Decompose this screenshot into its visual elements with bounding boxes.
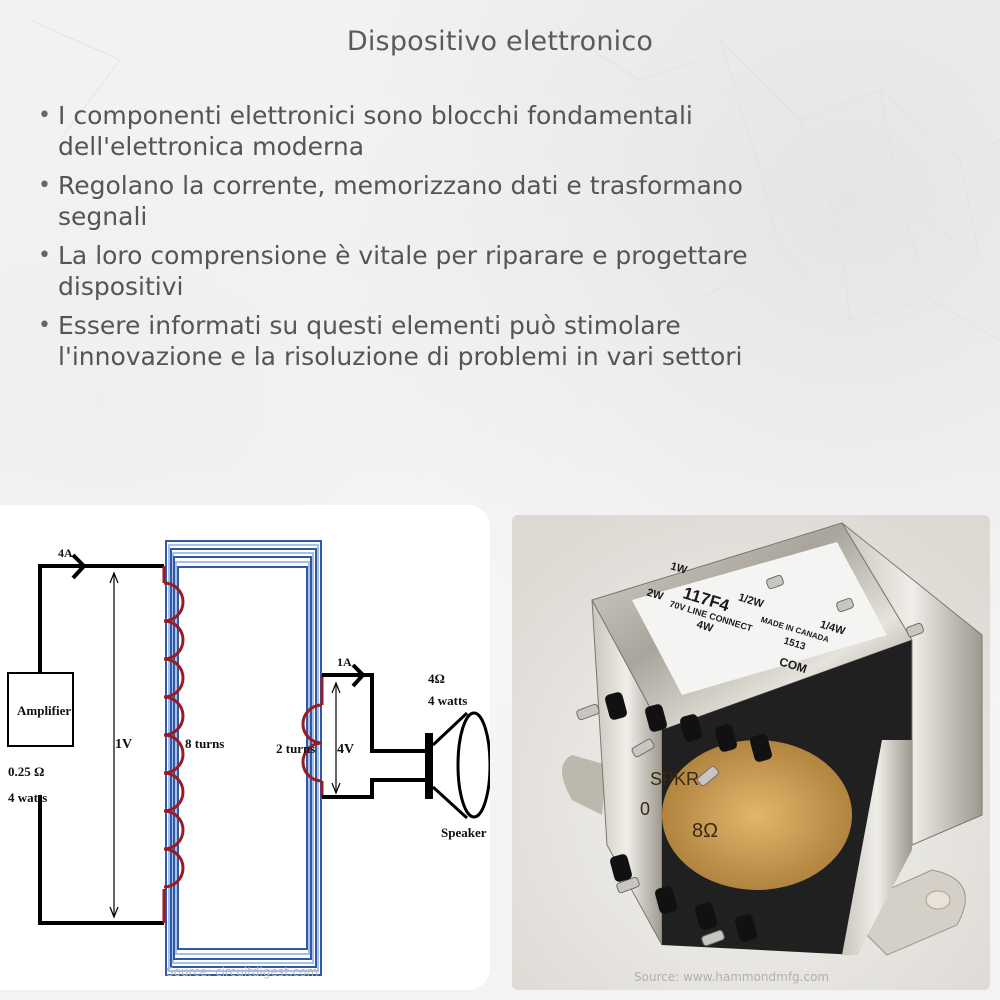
bracket-right bbox=[841, 522, 983, 846]
secondary-coil-icon bbox=[301, 675, 324, 797]
label-tap-1w: 1W bbox=[669, 560, 689, 576]
secondary-voltage-label: 4V bbox=[337, 742, 354, 757]
primary-current-label: 4A bbox=[58, 546, 73, 560]
coil-text-ohms: 8Ω bbox=[692, 820, 718, 842]
speaker-icon bbox=[425, 711, 490, 820]
transformer-label bbox=[632, 542, 887, 695]
secondary-turns-label: 2 turns bbox=[276, 741, 315, 756]
primary-wires bbox=[38, 553, 164, 925]
speaker-impedance-label: 4Ω bbox=[428, 671, 445, 686]
primary-coil-icon bbox=[162, 566, 185, 923]
coil-text-zero: 0 bbox=[640, 799, 650, 819]
solder-tabs bbox=[605, 692, 772, 942]
label-tap-2w: 2W bbox=[645, 587, 665, 603]
bullet-item: • La loro comprensione è vitale per ripa… bbox=[36, 240, 936, 302]
bullet-dot-icon: • bbox=[38, 243, 51, 268]
amp-power-label: 4 watts bbox=[8, 790, 47, 805]
page-title: Dispositivo elettronico bbox=[346, 26, 654, 57]
transformer-core-icon bbox=[165, 540, 322, 976]
amplifier-box bbox=[7, 672, 74, 747]
bullet-dot-icon: • bbox=[38, 313, 51, 338]
bullet-list: • I componenti elettronici sono blocchi … bbox=[36, 100, 936, 380]
bullet-text-line: dell'elettronica moderna bbox=[58, 132, 365, 161]
bullet-text-line: La loro comprensione è vitale per ripara… bbox=[58, 241, 748, 270]
bullet-text-line: I componenti elettronici sono blocchi fo… bbox=[58, 101, 693, 130]
amp-impedance-label: 0.25 Ω bbox=[8, 764, 44, 779]
bullet-text-line: Essere informati su questi elementi può … bbox=[58, 311, 681, 340]
secondary-current-label: 1A bbox=[337, 655, 352, 669]
bullet-text-line: Regolano la corrente, memorizzano dati e… bbox=[58, 171, 743, 200]
bullet-text-line: l'innovazione e la risoluzione di proble… bbox=[58, 342, 743, 371]
primary-turns-label: 8 turns bbox=[185, 736, 224, 751]
bullet-dot-icon: • bbox=[38, 173, 51, 198]
bullet-item: • Regolano la corrente, memorizzano dati… bbox=[36, 170, 936, 232]
transformer-photo-card: 1W 1/2W 1/4W 117F4 MADE IN CANADA 2W 70V… bbox=[512, 515, 990, 990]
speaker-power-label: 4 watts bbox=[428, 693, 467, 708]
bullet-item: • Essere informati su questi elementi pu… bbox=[36, 310, 936, 372]
terminal-lugs bbox=[576, 574, 924, 947]
secondary-wires bbox=[322, 663, 430, 799]
bullet-text-line: segnali bbox=[58, 202, 148, 231]
coil-text-spk: SPKR bbox=[650, 769, 699, 789]
circuit-diagram-card: 4A Amplifier 0.25 Ω 4 watts 1V 8 turns 2… bbox=[0, 505, 490, 990]
bullet-item: • I componenti elettronici sono blocchi … bbox=[36, 100, 936, 162]
bracket-front-right bbox=[842, 740, 912, 955]
primary-voltage-label: 1V bbox=[115, 737, 132, 752]
transformer-coil bbox=[662, 740, 852, 890]
photo-source-caption: Source: www.hammondmfg.com bbox=[634, 970, 830, 984]
amplifier-label: Amplifier bbox=[17, 703, 71, 718]
mounting-foot-left bbox=[562, 755, 607, 815]
speaker-label: Speaker bbox=[441, 825, 487, 840]
bullet-text-line: dispositivi bbox=[58, 272, 184, 301]
transformer-circuit-diagram: 4A Amplifier 0.25 Ω 4 watts 1V 8 turns 2… bbox=[7, 540, 490, 976]
label-tap-4w: 4W bbox=[695, 619, 715, 635]
mounting-hole bbox=[925, 890, 951, 910]
diagram-source-caption: Source: circuitdigest.com bbox=[166, 965, 319, 979]
bullet-dot-icon: • bbox=[38, 103, 51, 128]
transformer-photo: 1W 1/2W 1/4W 117F4 MADE IN CANADA 2W 70V… bbox=[512, 515, 990, 990]
